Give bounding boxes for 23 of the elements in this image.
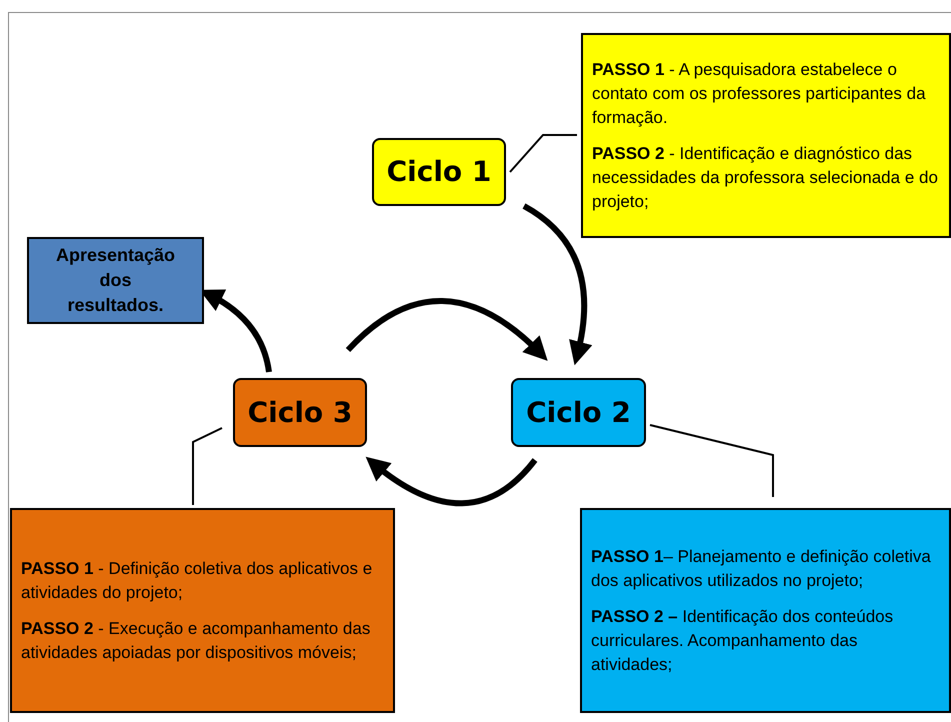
step-box [580,508,951,713]
cycle-box [233,378,367,447]
result-box [27,237,204,324]
cycle-box [372,138,506,206]
step-text: PASSO 1 - Definição coletiva dos aplicativos e atividades do projeto; [21,558,374,604]
leader-line [650,424,774,497]
step-text: PASSO 1– Planejamento e definição coletiva dos aplicativos utilizados no projeto; [591,546,932,592]
step-text: PASSO 2 - Identificação e diagnóstico das necessidades da professora selecionada e do projeto; [592,142,939,212]
cycle-label: Ciclo 2 [526,394,631,430]
cycle-label: Ciclo 3 [248,394,352,430]
step-box [581,33,951,238]
curved-arrow [365,457,538,506]
step-box [10,508,395,713]
curved-arrow [346,298,548,361]
step-text: PASSO 2 – Identificação dos conteúdos curriculares. Acompanhamento das atividades; [591,606,894,676]
result-label: Apresentação dos resultados. [56,244,176,317]
step-text: PASSO 1 - A pesquisadora estabelece o contato com os professores participantes da formação. [592,58,927,129]
leader-line [192,427,222,505]
cycle-label: Ciclo 1 [386,154,492,190]
leader-line [509,134,577,173]
step-text: PASSO 2 - Execução e acompanhamento das atividades apoiadas por dispositivos móveis; [21,618,372,664]
curved-arrow [522,203,592,366]
cycle-box [511,378,646,447]
